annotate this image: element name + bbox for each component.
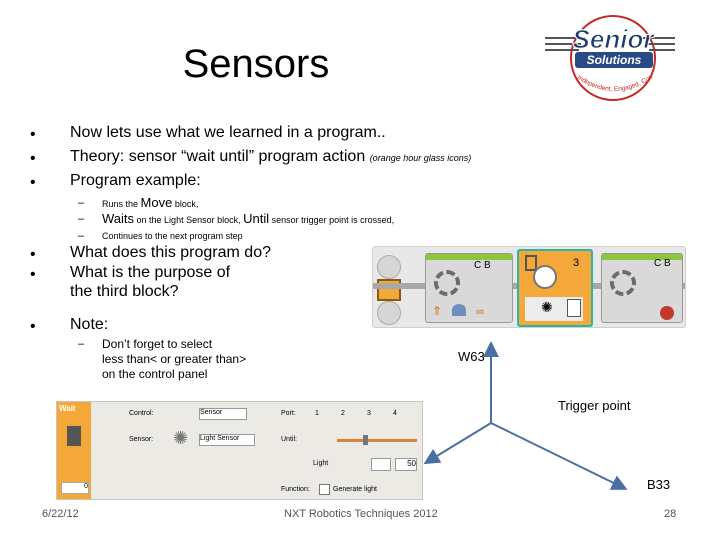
sub-dash: –: [78, 338, 85, 350]
threshold-icon: [567, 299, 581, 317]
wait-light-sensor-block[interactable]: 3 ✺: [517, 249, 593, 327]
light-sensor-icon: [533, 265, 557, 289]
sub-bullet-continues: Continues to the next program step: [102, 231, 243, 241]
svg-text:Solutions: Solutions: [587, 53, 642, 67]
bullet-2-note: (orange hour glass icons): [369, 153, 472, 163]
page-number: 28: [664, 508, 677, 520]
senior-solutions-logo: Senior Solutions Independent, Engaged, C…: [545, 12, 675, 101]
move-block[interactable]: C B ⇑ ∞: [425, 253, 513, 323]
control-select[interactable]: Sensor: [199, 408, 247, 420]
control-label: Control:: [129, 410, 154, 417]
light-sensor-icon: ✺: [173, 428, 189, 448]
wait-block-port: 3: [573, 257, 580, 269]
light-icon: ✺: [541, 299, 553, 315]
panel-title: Wait: [59, 404, 76, 413]
question-2: What is the purpose of: [70, 264, 231, 281]
until-slider[interactable]: [337, 439, 417, 442]
speed-gauge-icon: [452, 304, 466, 316]
waits-word: Waits: [102, 211, 135, 226]
arrow-to-until-value: [423, 422, 492, 465]
nxt-program-sequence: C B ⇑ ∞ 3 ✺ C B: [372, 246, 686, 328]
sub-dash: –: [78, 230, 85, 242]
stop-block-header: [602, 254, 682, 260]
start-circle-icon: [377, 301, 401, 325]
start-circle-icon: [377, 255, 401, 279]
sub-dash: –: [78, 213, 85, 225]
note-heading: Note:: [70, 316, 109, 333]
bullet-1: Now lets use what we learned in a progra…: [70, 124, 386, 141]
hourglass-icon: [67, 426, 81, 446]
note-line-2: less than< or greater than>: [102, 352, 247, 366]
bullet-dot: •: [30, 246, 36, 263]
bullet-dot: •: [30, 126, 36, 143]
callout-trigger-point: Trigger point: [558, 398, 631, 413]
note-line-1: Don’t forget to select: [102, 337, 213, 351]
port-label: Port:: [281, 410, 296, 417]
function-label: Function:: [281, 486, 310, 493]
wait-control-panel: Wait 0 Control: Sensor Sensor: ✺ Light S…: [56, 401, 423, 500]
stop-move-block[interactable]: C B: [601, 253, 683, 323]
callout-w63: W63: [458, 349, 485, 364]
light-label: Light: [313, 460, 329, 467]
sub-dash: –: [78, 197, 85, 209]
slide-title: Sensors: [182, 42, 330, 86]
move-block-header: [426, 254, 512, 260]
until-slider-thumb[interactable]: [363, 435, 368, 445]
until-label: Until:: [281, 436, 297, 443]
bullet-3: Program example:: [70, 172, 201, 189]
arrow-to-stop-block: [490, 422, 628, 490]
question-1: What does this program do?: [70, 244, 271, 261]
bullet-dot: •: [30, 174, 36, 191]
port-option-3[interactable]: 3: [367, 410, 371, 417]
footer-date: 6/22/12: [42, 508, 79, 520]
bullet-2-text: Theory: sensor “wait until” program acti…: [70, 148, 366, 165]
bullet-dot: •: [30, 318, 36, 335]
stop-icon: [660, 306, 674, 320]
callout-b33: B33: [647, 477, 671, 492]
port-option-1[interactable]: 1: [315, 410, 319, 417]
runs-move: Move: [140, 195, 173, 210]
bullet-dot: •: [30, 150, 36, 167]
question-2-cont: the third block?: [70, 283, 179, 300]
sub-bullet-waits: Waits on the Light Sensor block, Until s…: [102, 211, 394, 226]
direction-arrow-icon: ⇑: [432, 304, 443, 318]
move-block-ports: C B: [474, 260, 491, 271]
until-word: Until: [243, 211, 270, 226]
duration-icon: ∞: [476, 306, 484, 318]
until-value-input[interactable]: 50: [395, 458, 417, 471]
bullet-2: Theory: sensor “wait until” program acti…: [70, 148, 471, 166]
panel-readout: 0: [61, 482, 89, 494]
generate-light-label: Generate light: [333, 486, 377, 493]
sub-bullet-runs: Runs the Move block,: [102, 195, 198, 210]
stop-block-ports: C B: [654, 258, 671, 269]
sensor-select[interactable]: Light Sensor: [199, 434, 255, 446]
gear-icon: [610, 270, 636, 296]
footer-title: NXT Robotics Techniques 2012: [284, 508, 438, 520]
hourglass-icon: [525, 255, 537, 271]
waits-post: sensor trigger point is crossed,: [269, 215, 395, 225]
runs-pre: Runs the: [102, 199, 141, 209]
comparison-select[interactable]: [371, 458, 391, 471]
generate-light-checkbox[interactable]: [319, 484, 330, 495]
bullet-dot: •: [30, 266, 36, 283]
waits-mid: on the Light Sensor block,: [134, 215, 244, 225]
svg-text:Senior: Senior: [573, 24, 656, 54]
sensor-label: Sensor:: [129, 436, 154, 443]
port-option-4[interactable]: 4: [393, 410, 397, 417]
port-option-2[interactable]: 2: [341, 410, 345, 417]
gear-icon: [434, 270, 460, 296]
runs-post: block,: [172, 199, 199, 209]
note-line-3: on the control panel: [102, 367, 208, 381]
